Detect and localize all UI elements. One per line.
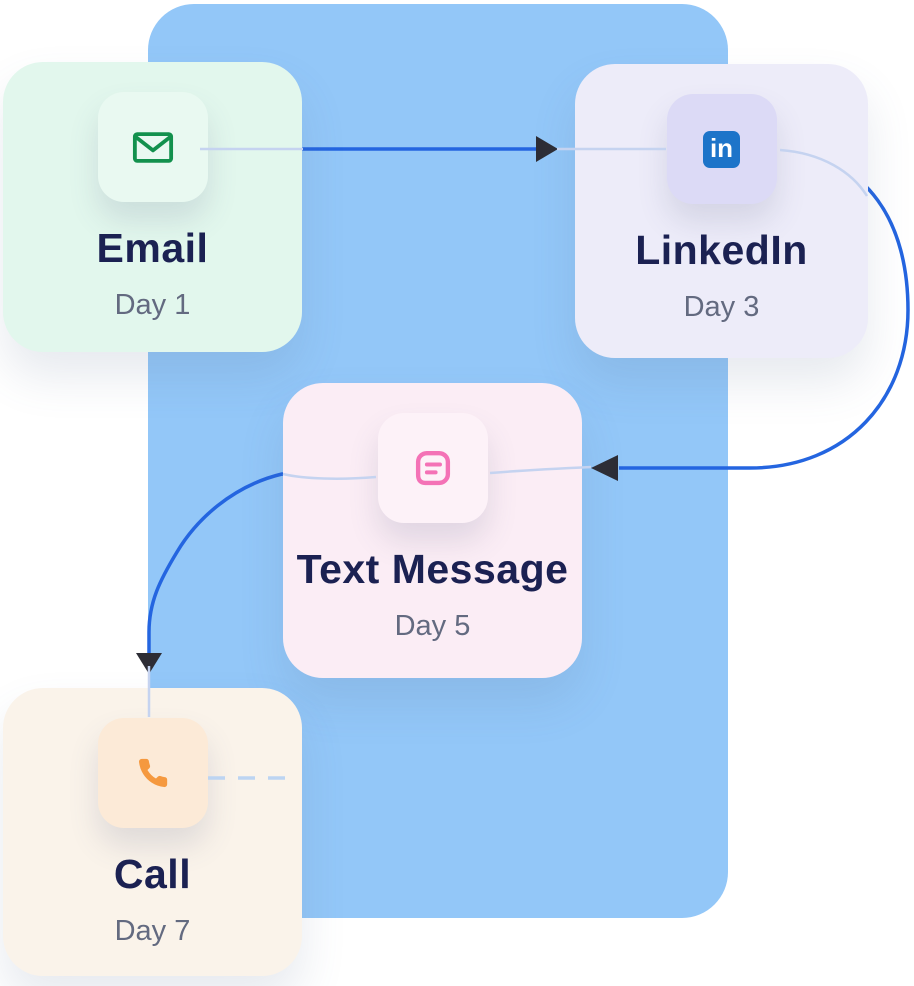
step-card-email: Email Day 1 — [3, 62, 302, 352]
step-title: LinkedIn — [635, 227, 808, 273]
step-day: Day 5 — [394, 610, 471, 642]
step-title: Call — [113, 851, 192, 897]
step-card-text-message: Text Message Day 5 — [283, 383, 582, 678]
step-card-linkedin: in LinkedIn Day 3 — [575, 64, 868, 358]
step-day: Day 1 — [114, 289, 191, 321]
email-icon-tile — [97, 92, 208, 202]
chat-bubble-icon — [415, 450, 450, 486]
step-title: Email — [96, 225, 209, 271]
linkedin-icon: in — [703, 130, 740, 168]
linkedin-icon-tile: in — [666, 94, 777, 204]
call-icon-tile — [97, 718, 208, 828]
step-day: Day 7 — [114, 915, 191, 947]
text-message-icon-tile — [377, 413, 488, 523]
envelope-icon — [132, 131, 173, 163]
step-day: Day 3 — [683, 291, 760, 323]
step-title: Text Message — [296, 546, 569, 592]
phone-icon — [138, 758, 167, 788]
step-card-call: Call Day 7 — [3, 688, 302, 976]
